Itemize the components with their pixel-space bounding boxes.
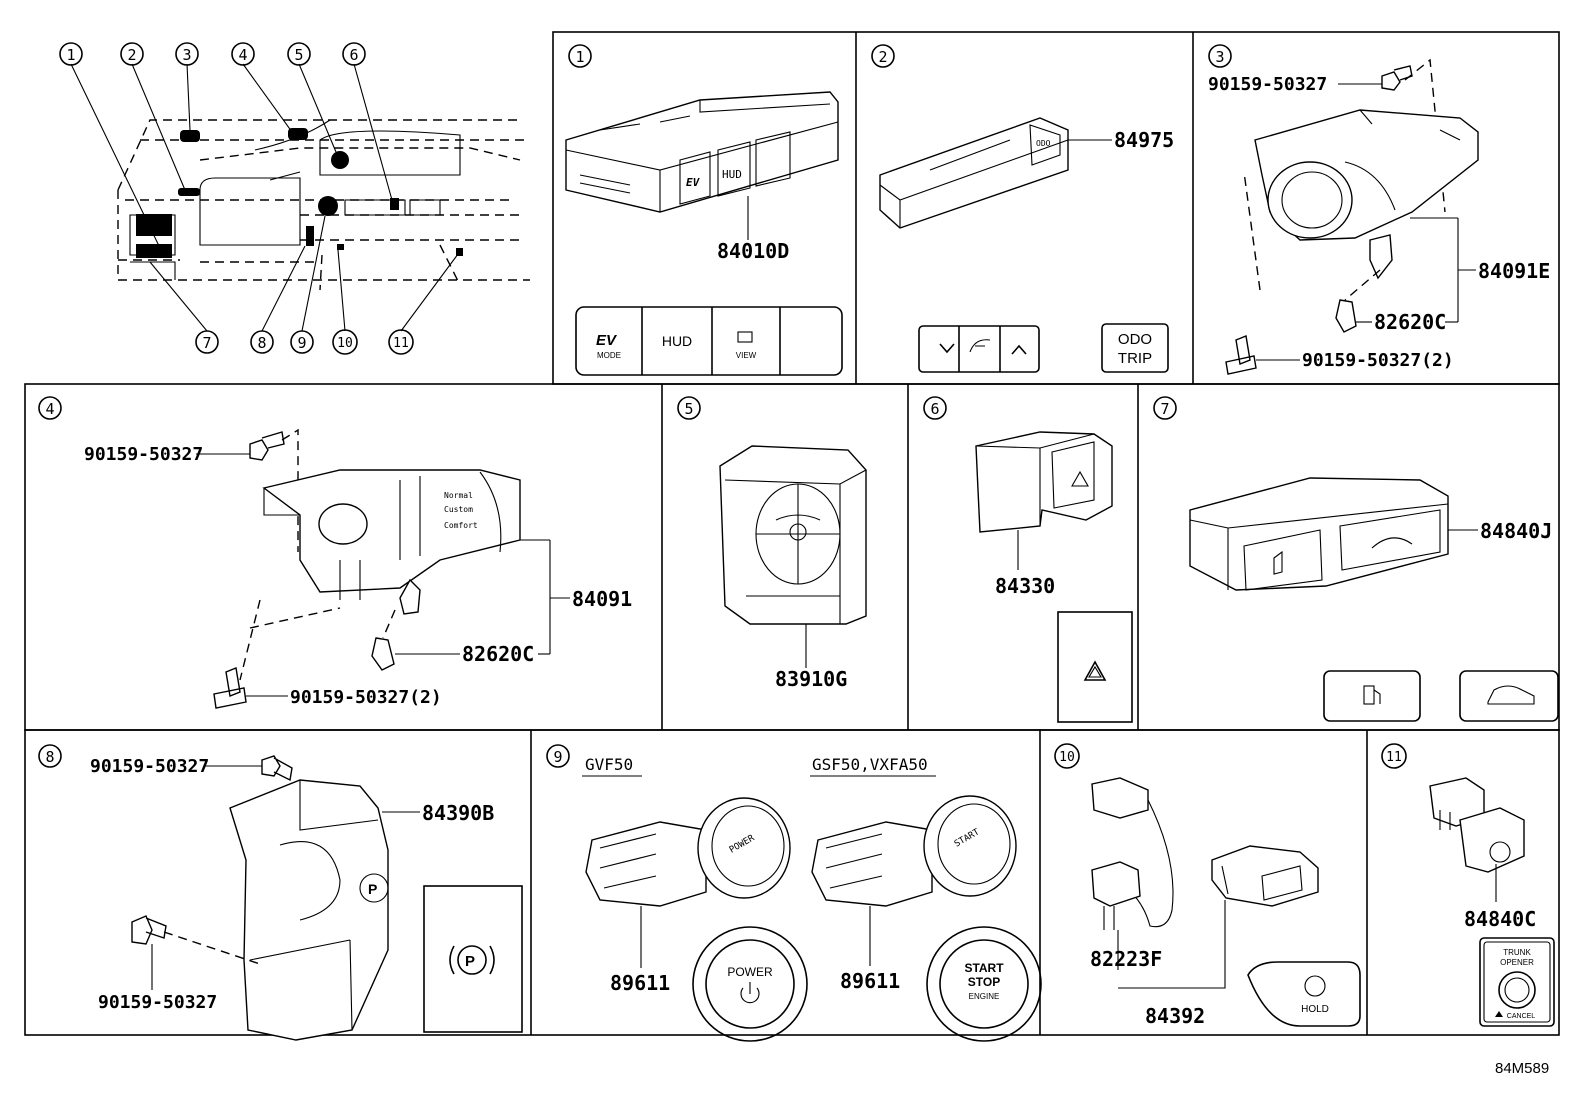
svg-text:84840J: 84840J <box>1480 519 1552 543</box>
svg-text:84010D: 84010D <box>717 239 789 263</box>
svg-text:82620C: 82620C <box>462 642 534 666</box>
panel-7: 7 84840J <box>1153 396 1559 722</box>
svg-text:90159-50327: 90159-50327 <box>98 992 217 1013</box>
svg-text:2: 2 <box>127 46 136 64</box>
svg-text:7: 7 <box>1160 400 1169 418</box>
svg-text:6: 6 <box>349 46 358 64</box>
svg-text:POWER: POWER <box>727 965 773 979</box>
svg-text:82620C: 82620C <box>1374 310 1446 334</box>
svg-text:TRIP: TRIP <box>1118 350 1152 367</box>
panel-4: 4 90159-50327 Normal Custom Comfort 8409… <box>38 396 632 709</box>
svg-text:8: 8 <box>45 748 54 766</box>
svg-text:CANCEL: CANCEL <box>1507 1013 1536 1020</box>
svg-text:84091E: 84091E <box>1478 259 1550 283</box>
svg-text:HUD: HUD <box>662 333 692 349</box>
svg-text:Comfort: Comfort <box>444 521 478 530</box>
callout-3: 3 <box>175 42 199 66</box>
panel-3: 3 90159-50327 84091E 82620C 90159-50327(… <box>1208 44 1550 375</box>
overview-callouts: 1 2 3 4 5 6 7 8 9 10 11 <box>59 42 414 355</box>
svg-text:4: 4 <box>45 400 54 418</box>
svg-text:90159-50327: 90159-50327 <box>1208 74 1327 95</box>
svg-text:START: START <box>964 961 1004 975</box>
svg-text:90159-50327: 90159-50327 <box>90 756 209 777</box>
svg-text:89611: 89611 <box>610 971 670 995</box>
callout-6: 6 <box>342 42 366 66</box>
svg-text:MODE: MODE <box>597 351 621 360</box>
svg-text:ENGINE: ENGINE <box>969 992 1000 1001</box>
callout-5: 5 <box>287 42 311 66</box>
panel-10: 10 82223F 84392 HOLD <box>1054 743 1361 1028</box>
svg-text:4: 4 <box>238 46 247 64</box>
svg-text:82223F: 82223F <box>1090 947 1162 971</box>
svg-text:5: 5 <box>294 46 303 64</box>
svg-text:83910G: 83910G <box>775 667 847 691</box>
svg-text:6: 6 <box>930 400 939 418</box>
callout-1: 1 <box>59 42 83 66</box>
svg-text:P: P <box>465 953 475 970</box>
svg-text:ODO: ODO <box>1036 139 1051 148</box>
panel-11: 11 84840C TRUNK OPENER CANCEL <box>1381 743 1555 1027</box>
panel-2: 2 ODO 84975 ODO TRIP <box>871 44 1174 373</box>
panel-6: 6 84330 <box>923 396 1133 723</box>
svg-text:3: 3 <box>182 46 191 64</box>
svg-text:1: 1 <box>66 46 75 64</box>
svg-text:EV: EV <box>686 176 701 189</box>
svg-text:P: P <box>368 881 377 897</box>
callout-4: 4 <box>231 42 255 66</box>
svg-text:1: 1 <box>575 48 584 66</box>
svg-text:TRUNK: TRUNK <box>1503 948 1531 957</box>
diagram-code: 84M589 <box>1495 1060 1549 1077</box>
svg-text:GSF50,VXFA50: GSF50,VXFA50 <box>812 755 928 774</box>
svg-text:90159-50327: 90159-50327 <box>84 444 203 465</box>
svg-text:OPENER: OPENER <box>1500 958 1534 967</box>
svg-text:3: 3 <box>1215 48 1224 66</box>
svg-text:Custom: Custom <box>444 505 473 514</box>
svg-text:HUD: HUD <box>722 168 742 181</box>
callout-11: 11 <box>388 329 414 355</box>
svg-text:EV: EV <box>596 332 618 349</box>
callout-2: 2 <box>120 42 144 66</box>
svg-text:9: 9 <box>553 748 562 766</box>
svg-text:11: 11 <box>393 336 409 351</box>
svg-text:VIEW: VIEW <box>736 351 757 360</box>
callout-7: 7 <box>195 330 219 354</box>
svg-text:9: 9 <box>297 334 306 352</box>
svg-text:STOP: STOP <box>968 975 1000 989</box>
svg-text:84840C: 84840C <box>1464 907 1536 931</box>
panel-9: 9 GVF50 GSF50,VXFA50 POWER 89611 POWER S… <box>546 744 1042 1042</box>
panel-5: 5 83910G <box>677 396 867 691</box>
svg-text:89611: 89611 <box>840 969 900 993</box>
svg-text:ODO: ODO <box>1118 331 1152 348</box>
svg-text:10: 10 <box>1059 750 1075 765</box>
svg-text:11: 11 <box>1386 750 1402 765</box>
svg-text:10: 10 <box>337 336 353 351</box>
svg-text:GVF50: GVF50 <box>585 755 633 774</box>
svg-text:8: 8 <box>257 334 266 352</box>
svg-text:90159-50327(2): 90159-50327(2) <box>290 687 442 708</box>
dashboard-overview <box>70 63 530 332</box>
callout-9: 9 <box>290 330 314 354</box>
svg-text:84975: 84975 <box>1114 128 1174 152</box>
svg-text:84091: 84091 <box>572 587 632 611</box>
panel-8: 8 90159-50327 P 84390B 90159-50327 P <box>38 744 523 1041</box>
svg-text:5: 5 <box>684 400 693 418</box>
svg-text:84390B: 84390B <box>422 801 494 825</box>
svg-text:84392: 84392 <box>1145 1004 1205 1028</box>
svg-text:Normal: Normal <box>444 491 473 500</box>
panel-1: 1 EV HUD 84010D EV MODE HUD VIEW <box>565 44 843 376</box>
callout-10: 10 <box>332 329 358 355</box>
svg-text:7: 7 <box>202 334 211 352</box>
svg-text:2: 2 <box>878 48 887 66</box>
svg-text:HOLD: HOLD <box>1301 1004 1329 1015</box>
svg-text:90159-50327(2): 90159-50327(2) <box>1302 350 1454 371</box>
svg-text:84330: 84330 <box>995 574 1055 598</box>
panel-frame <box>24 31 1560 1036</box>
callout-8: 8 <box>250 330 274 354</box>
